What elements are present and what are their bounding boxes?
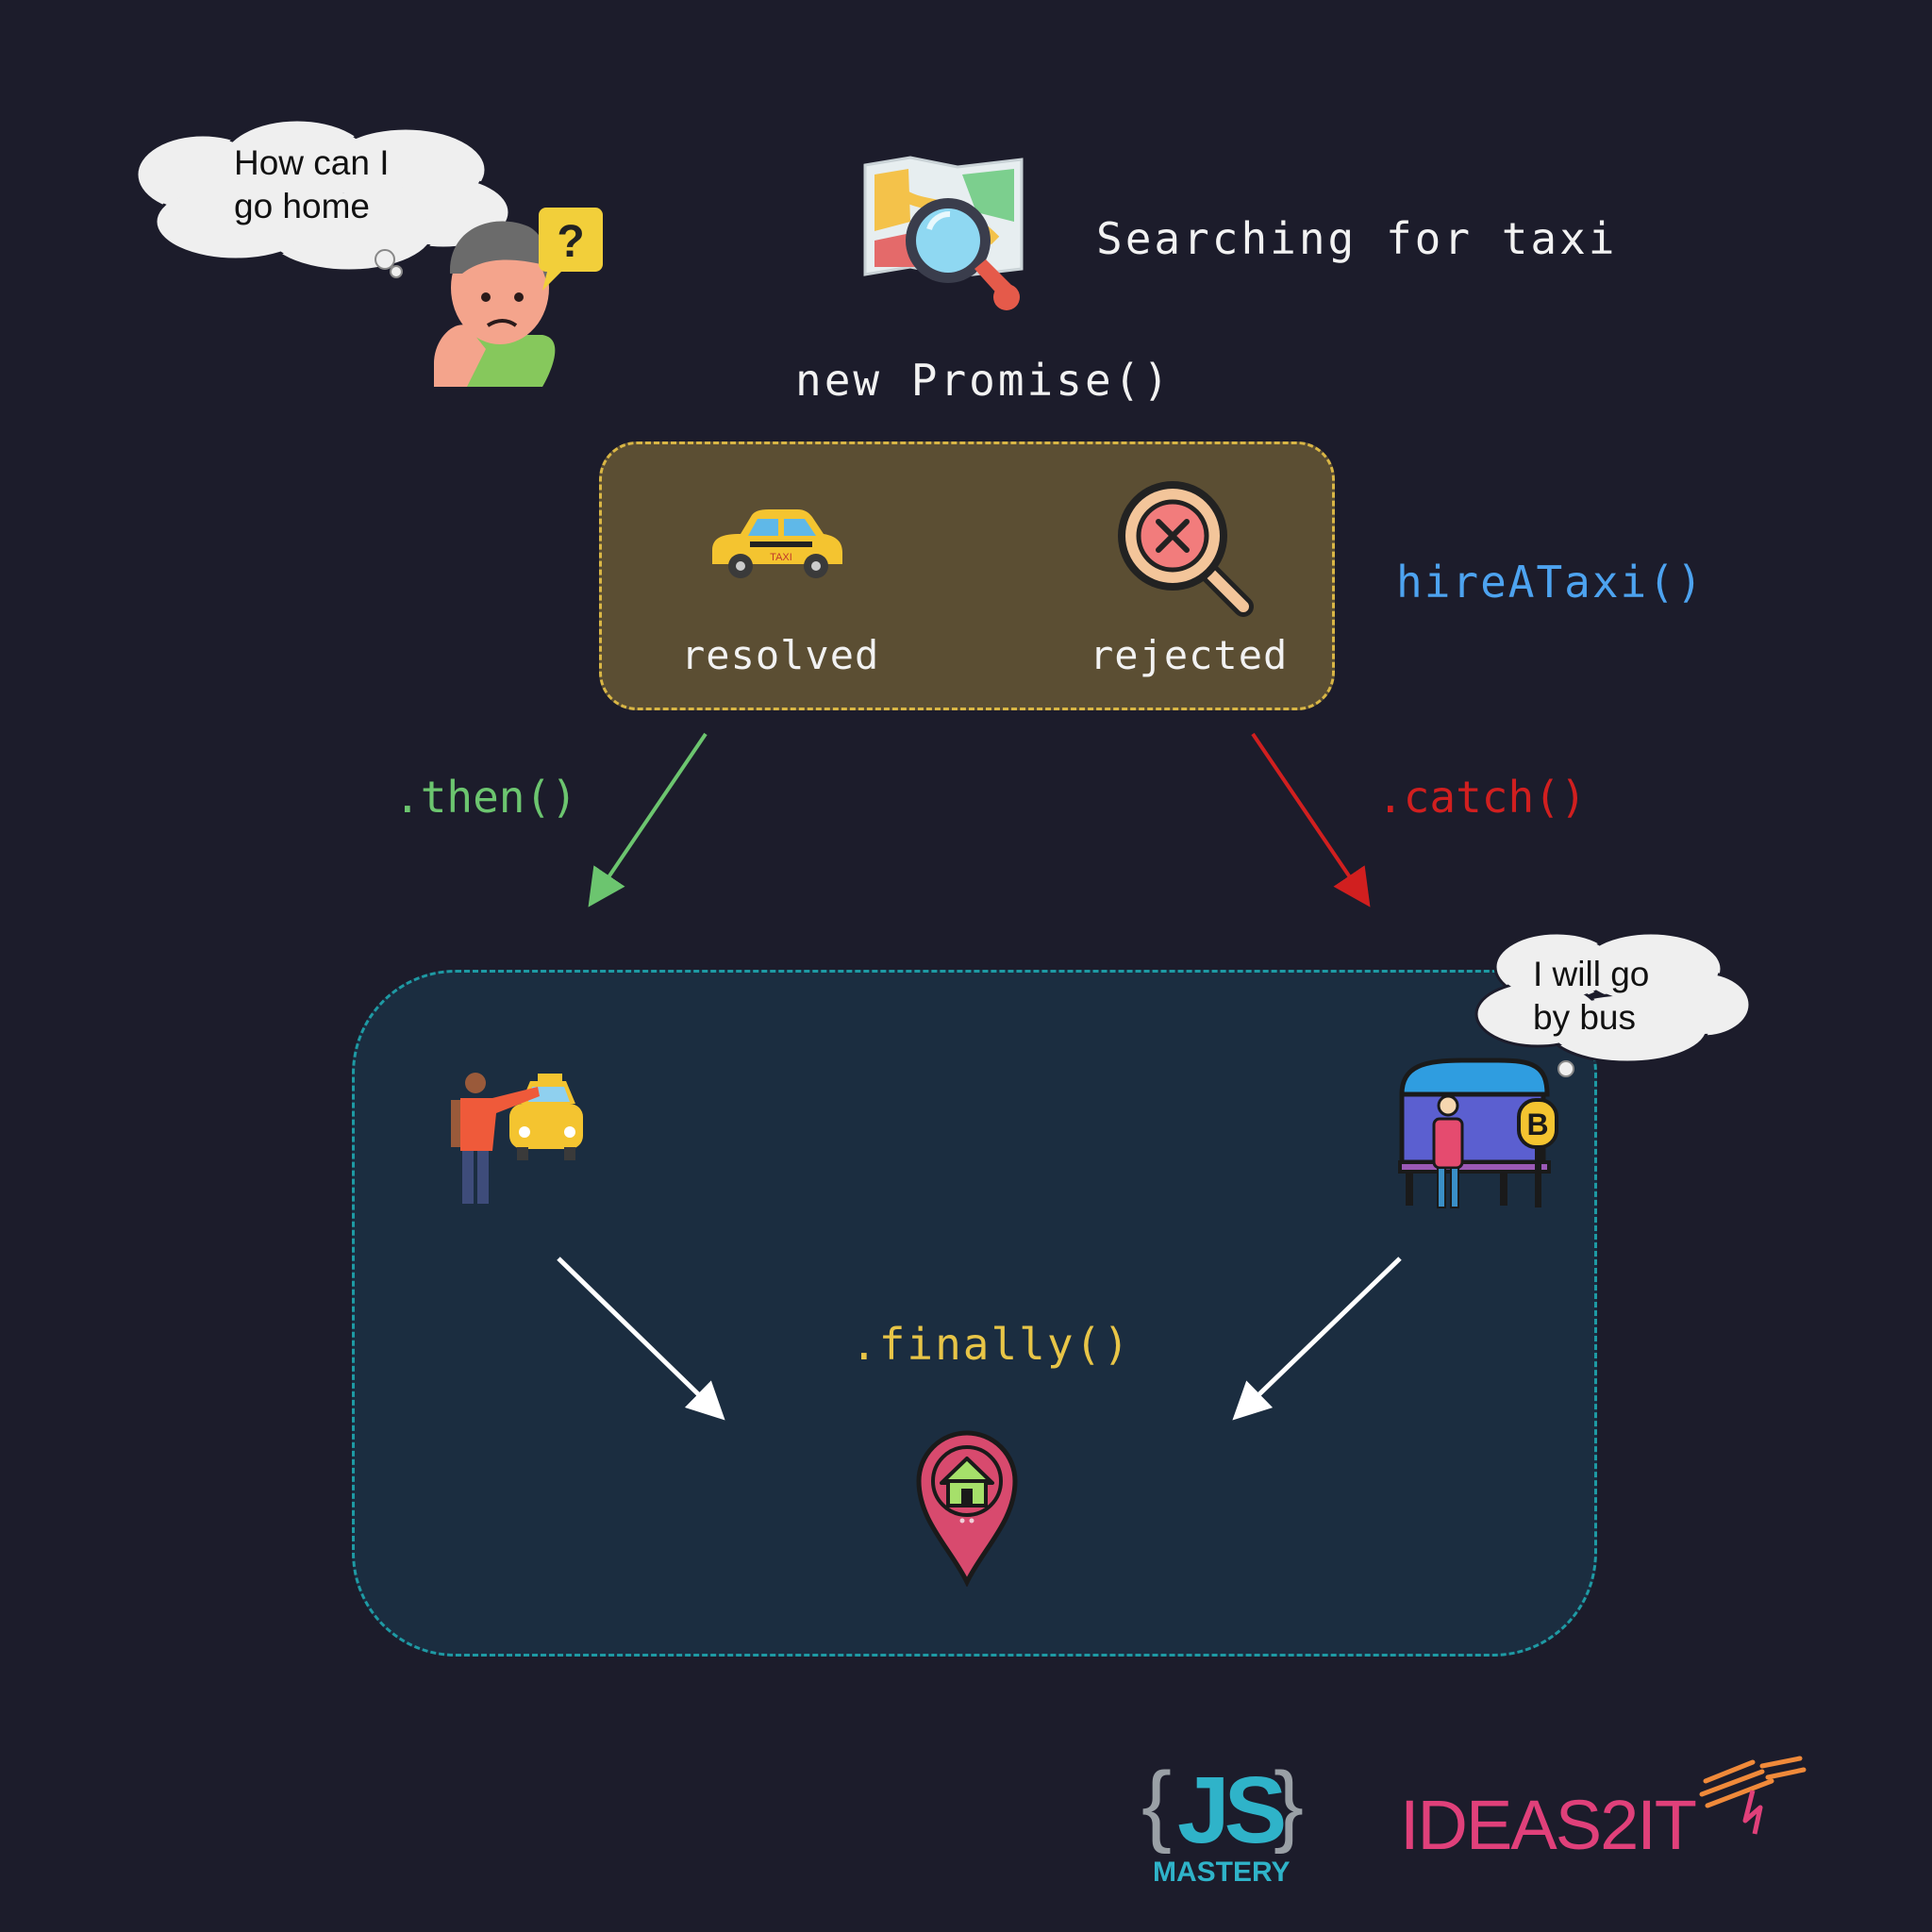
rejected-to-finally-arrow: [1232, 1257, 1402, 1421]
search-label: Searching for taxi: [1096, 213, 1618, 264]
then-arrow: [588, 732, 708, 908]
catch-label: .catch(): [1377, 772, 1587, 823]
bus-thought-line-1: I will go: [1533, 955, 1650, 993]
catch-arrow: [1251, 732, 1371, 908]
taxi-sign: TAXI: [770, 552, 792, 563]
bus-thought-line-2: by bus: [1533, 998, 1637, 1037]
rejected-search-icon: [1118, 481, 1254, 617]
map-search-icon: [863, 156, 1024, 310]
promise-label: new Promise(): [795, 355, 1173, 406]
js-mastery-logo: { JS } MASTERY: [1141, 1754, 1321, 1888]
finally-label: .finally(): [851, 1319, 1131, 1370]
bus-sign: B: [1526, 1108, 1548, 1141]
thought-cloud-bus: [1474, 931, 1752, 1077]
js-logo-close-brace: }: [1274, 1754, 1305, 1855]
then-label: .then(): [394, 772, 577, 823]
js-logo-subtitle: MASTERY: [1153, 1857, 1291, 1888]
home-location-pin-icon: [916, 1430, 1018, 1587]
js-logo-text: JS: [1177, 1757, 1287, 1863]
ideas2it-flash-icon: [1699, 1756, 1807, 1835]
hire-label: hireATaxi(): [1396, 557, 1705, 608]
taxi-icon: TAXI: [712, 509, 842, 578]
thinking-person-icon: ?: [434, 208, 603, 387]
thought-line-1: How can I: [234, 143, 390, 182]
hailing-taxi-icon: [451, 1073, 583, 1204]
ideas2it-logo: IDEAS2IT: [1400, 1786, 1697, 1864]
resolved-label: resolved: [681, 632, 880, 678]
bus-stop-icon: B: [1398, 1058, 1558, 1208]
question-mark: ?: [557, 217, 584, 267]
resolved-to-finally-arrow: [557, 1257, 725, 1421]
thought-text-home: How can I go home: [234, 142, 390, 228]
thought-line-2: go home: [234, 187, 370, 225]
rejected-label: rejected: [1090, 632, 1289, 678]
thought-text-bus: I will go by bus: [1533, 953, 1649, 1040]
js-logo-open-brace: {: [1141, 1754, 1173, 1855]
